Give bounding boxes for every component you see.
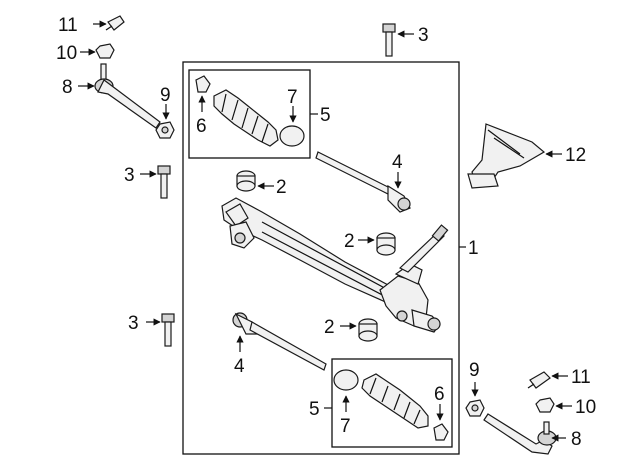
- callout-10-upper: 10: [56, 43, 77, 64]
- callout-2-upper: 2: [276, 177, 287, 198]
- castle-nut-lower: [535, 397, 555, 413]
- callout-8-upper: 8: [62, 77, 73, 98]
- callout-6-upper: 6: [196, 116, 207, 137]
- adjusting-nut-upper: [155, 121, 175, 139]
- callout-3-left-lower: 3: [128, 313, 139, 334]
- assembly-frame: [182, 61, 460, 455]
- boot-clamp-lower: [433, 423, 449, 441]
- boot-clamp-upper: [195, 75, 211, 93]
- callout-2-middle: 2: [344, 231, 355, 252]
- bolt-top: [382, 23, 396, 57]
- callout-9-lower: 9: [469, 360, 480, 381]
- callout-3-top: 3: [418, 25, 429, 46]
- mount-bushing-upper: [236, 170, 256, 192]
- outer-tie-rod-upper: [94, 63, 161, 129]
- callout-6-lower: 6: [434, 384, 445, 405]
- adjusting-nut-lower: [465, 399, 485, 417]
- cotter-pin-lower: [527, 371, 551, 389]
- inner-tie-rod-upper: [315, 151, 411, 213]
- callout-2-lower: 2: [324, 317, 335, 338]
- inner-tie-rod-lower: [232, 312, 327, 371]
- cotter-pin-upper: [105, 15, 125, 31]
- dust-boot: [467, 123, 546, 189]
- callout-5-lower: 5: [309, 399, 320, 420]
- callout-5-upper: 5: [320, 105, 331, 126]
- boot-clamp-ring-lower: [333, 369, 359, 391]
- callout-10-lower: 10: [575, 397, 596, 418]
- callout-4-upper: 4: [392, 152, 403, 173]
- mount-bushing-middle: [376, 232, 396, 256]
- bolt-left-upper: [157, 165, 171, 199]
- steering-gear-assembly: [221, 197, 449, 333]
- callout-7-upper: 7: [287, 87, 298, 108]
- callout-8-lower: 8: [571, 429, 582, 450]
- callout-1: 1: [468, 238, 479, 259]
- outer-tie-rod-lower: [483, 413, 557, 455]
- callout-11-lower: 11: [571, 367, 591, 388]
- bolt-left-lower: [161, 313, 175, 347]
- boot-kit-frame-lower: [331, 358, 453, 448]
- mount-bushing-lower: [358, 318, 378, 342]
- callout-9-upper: 9: [160, 85, 171, 106]
- callout-4-lower: 4: [234, 356, 245, 377]
- callout-3-left-upper: 3: [124, 165, 135, 186]
- boot-upper: [213, 89, 279, 147]
- boot-clamp-ring-upper: [279, 125, 305, 147]
- callout-7-lower: 7: [340, 416, 351, 437]
- castle-nut-upper: [95, 43, 115, 59]
- boot-lower: [361, 373, 429, 429]
- callout-11-upper: 11: [58, 15, 78, 36]
- callout-12: 12: [565, 145, 586, 166]
